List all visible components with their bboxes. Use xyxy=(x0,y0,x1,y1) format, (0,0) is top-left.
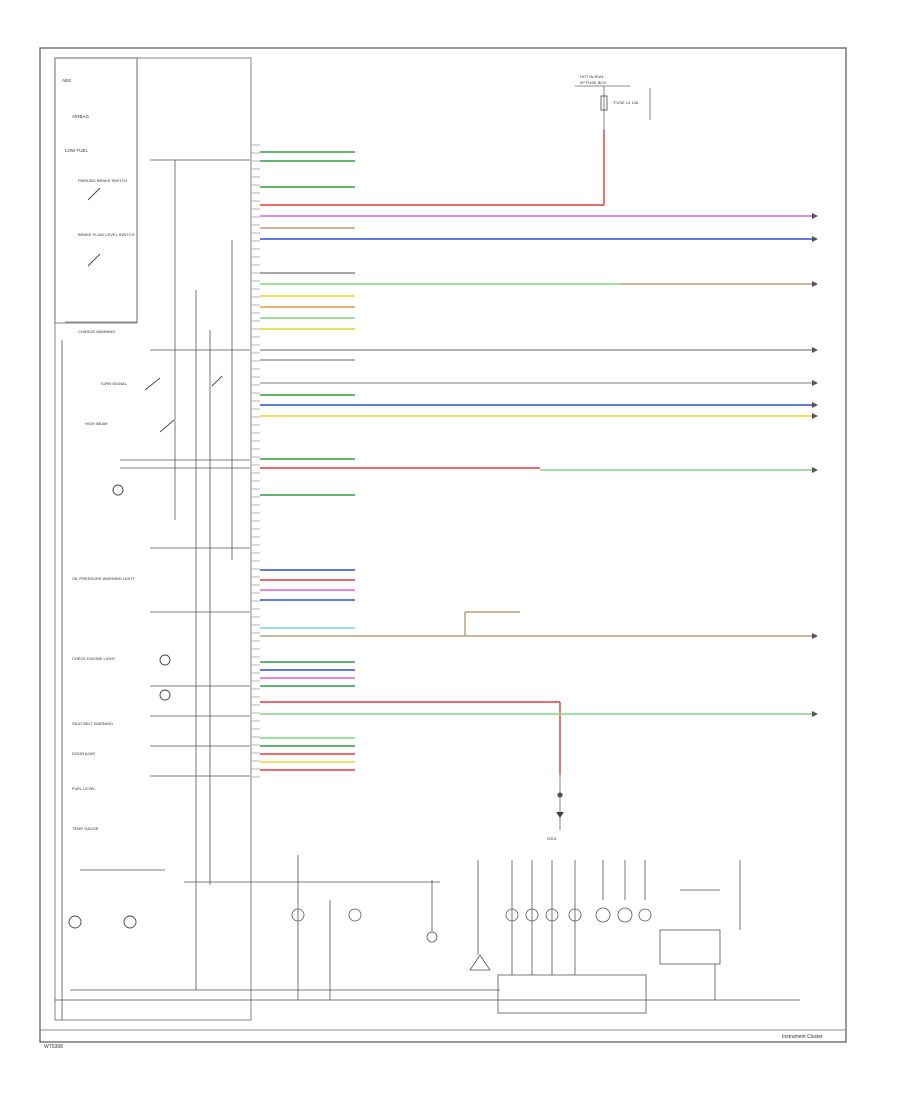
label-airbag: AIRBAG xyxy=(72,114,90,119)
arrowheads xyxy=(812,213,818,717)
diagram-frame xyxy=(39,47,847,1043)
fuse-label: FUSE 14 10A xyxy=(614,100,639,105)
footer-left-code: WT5368 xyxy=(44,1044,63,1050)
bottom-components xyxy=(291,855,800,1014)
side-label-5: OIL PRESSURE WARNING LIGHT xyxy=(72,576,135,581)
ground-label: G201 xyxy=(547,836,558,841)
ground-connector: G201 xyxy=(547,775,564,841)
side-label-0: PARKING BRAKE SWITCH xyxy=(78,178,127,183)
label-low-fuel: LOW FUEL xyxy=(65,148,89,153)
fuse-box-title: HOT IN RUN xyxy=(580,74,603,79)
side-labels: PARKING BRAKE SWITCH BRAKE FLUID LEVEL S… xyxy=(72,178,135,831)
side-label-6: CHECK ENGINE LIGHT xyxy=(72,656,116,661)
connector-pins xyxy=(251,144,260,778)
colored-wires xyxy=(260,130,812,775)
cluster-top-box xyxy=(54,57,138,324)
fuse-box-sub: I/P FUSE BOX xyxy=(580,80,606,85)
side-label-10: TEMP GAUGE xyxy=(72,826,99,831)
label-abs: ABS xyxy=(62,78,71,83)
side-label-3: TURN SIGNAL xyxy=(100,381,128,386)
switch-symbols xyxy=(68,187,223,929)
side-label-2: CHARGE WARNING xyxy=(78,329,115,334)
side-label-7: SEAT BELT WARNING xyxy=(72,721,113,726)
side-label-9: FUEL LEVEL xyxy=(72,786,96,791)
cluster-outline xyxy=(54,57,252,1021)
side-label-4: HIGH BEAM xyxy=(85,421,107,426)
footer-right-title: Instrument Cluster xyxy=(782,1034,823,1040)
cluster-bus xyxy=(55,159,560,1020)
fuse-box: HOT IN RUN I/P FUSE BOX FUSE 14 10A xyxy=(575,74,651,132)
side-label-1: BRAKE FLUID LEVEL SWITCH xyxy=(78,232,135,237)
side-label-8: DOOR AJAR xyxy=(72,751,95,756)
